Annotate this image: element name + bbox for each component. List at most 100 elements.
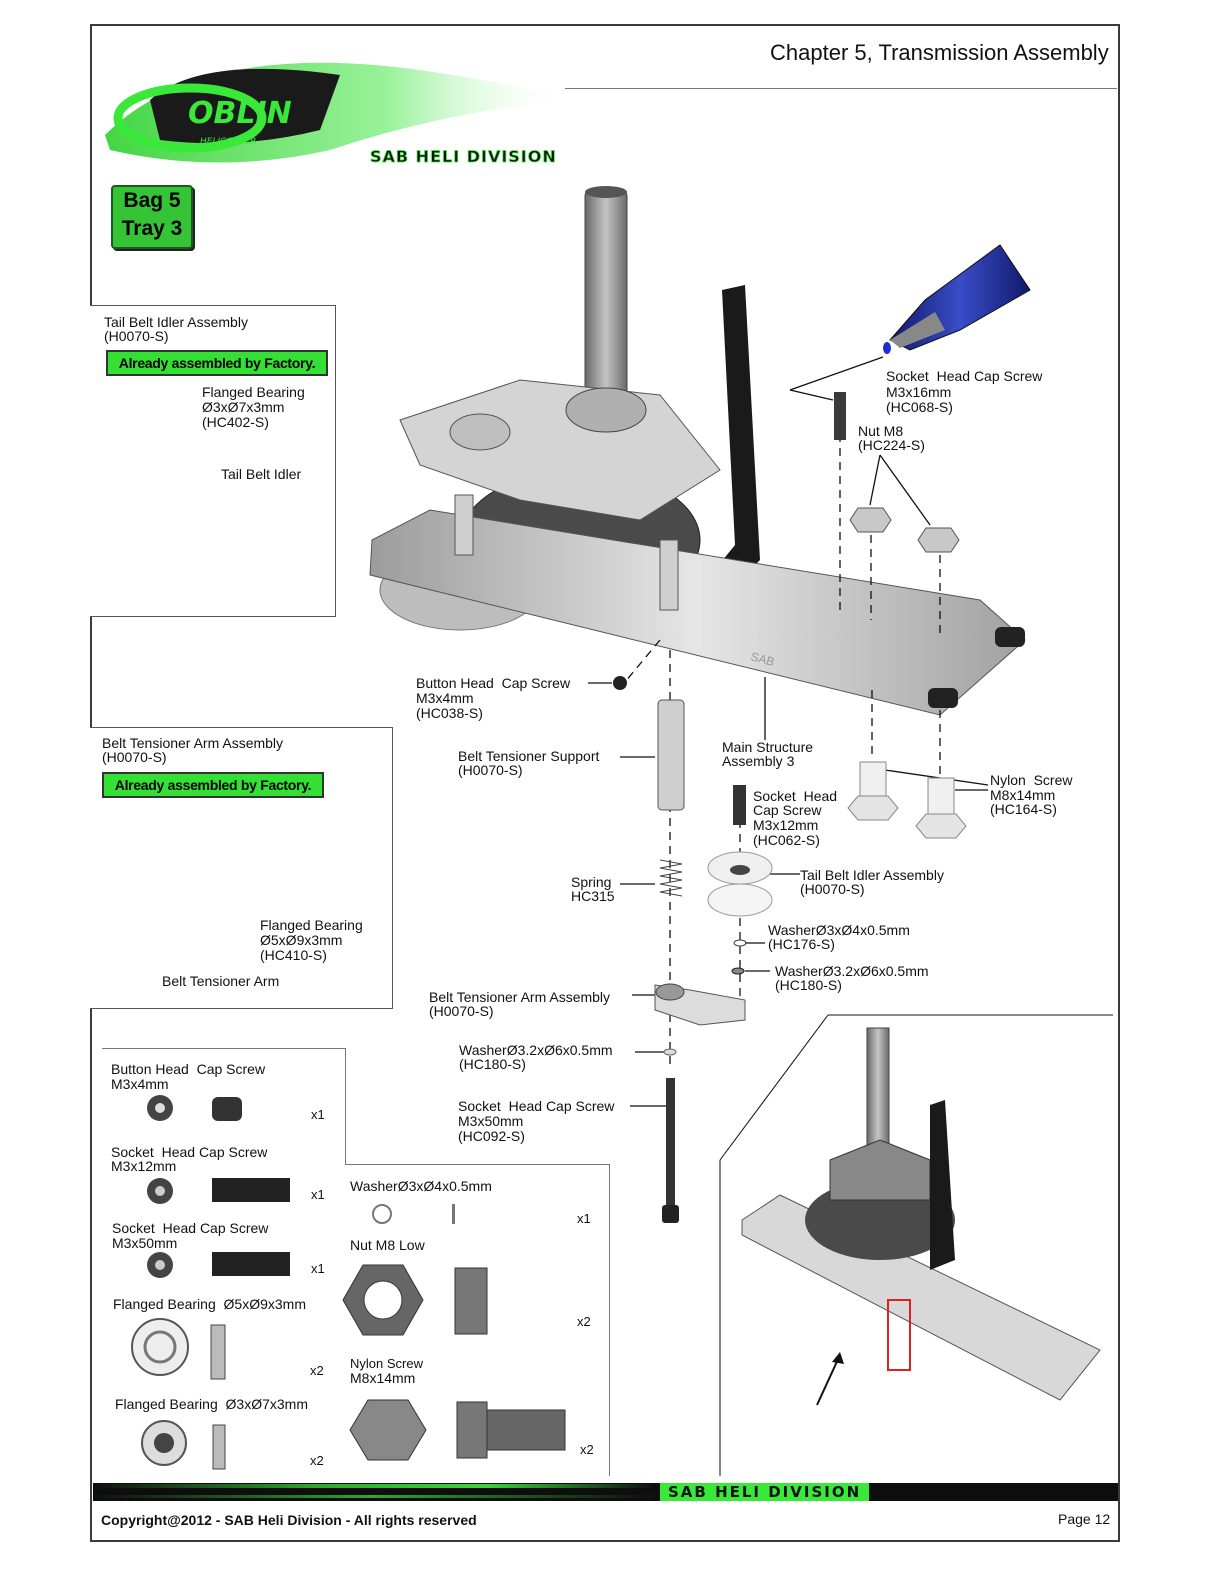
screw-m3x16 [834,392,846,440]
part-button-screw-name: Button Head Cap Screw [111,1061,266,1077]
callout-washer-32x6-b-name: WasherØ3.2xØ6x0.5mm [459,1042,613,1058]
tensioner-bearing-code: (HC410-S) [260,947,327,963]
part-button-screw-qty: x1 [311,1107,325,1122]
part-socket-m3x12-qty: x1 [311,1187,325,1202]
screw-m3x12 [733,785,746,825]
tensioner-bearing-label: Flanged Bearing [260,917,363,933]
part-socket-m3x50-name: Socket Head Cap Screw [112,1220,269,1236]
callout-socket-m3x16-name: Socket Head Cap Screw [886,368,1043,384]
callout-tensioner-support-code: (H0070-S) [458,762,523,778]
callout-main-structure: Main Structure [722,739,814,755]
tensioner-panel [90,727,393,1009]
parts-panel-right-top [345,1164,610,1165]
callout-nylon-screw-size: M8x14mm [990,787,1056,803]
parts-list-drawings [131,1095,566,1470]
part-bearing-3x7-qty: x2 [310,1453,324,1468]
parts-panel-right-edge [609,1164,610,1476]
svg-text:SAB: SAB [749,649,776,669]
callout-socket-m3x50-size: M3x50mm [458,1113,524,1129]
callout-washer-32x6-b-code: (HC180-S) [459,1056,526,1072]
tail-idler-bearing-label: Flanged Bearing [202,384,305,400]
callout-socket-m3x16-code: (HC068-S) [886,399,953,415]
copyright-text: Copyright@2012 - SAB Heli Division - All… [101,1512,477,1528]
tensioner-arm-label: Belt Tensioner Arm [162,973,280,989]
part-nylon-screw-size: M8x14mm [350,1370,416,1386]
tensioner-factory-note: Already assembled by Factory. [102,772,324,798]
part-nylon-screw-qty: x2 [580,1442,594,1457]
callout-socket-m3x50-code: (HC092-S) [458,1128,525,1144]
parts-panel-divider [345,1048,346,1164]
part-button-screw-size: M3x4mm [111,1076,169,1092]
tail-idler-part [707,851,773,917]
part-washer-name: WasherØ3xØ4x0.5mm [350,1178,492,1194]
part-socket-m3x12-name: Socket Head Cap Screw [111,1144,268,1160]
goblin-logo: OBLIN HELICOPTER [105,62,575,163]
leader-lines [588,356,989,1107]
washer-32x6-b [663,1048,677,1056]
part-nut-name: Nut M8 Low [350,1237,425,1253]
part-nut-qty: x2 [577,1314,591,1329]
callout-socket-m3x12-size: M3x12mm [753,817,819,833]
tensioner-bearing-size: Ø5xØ9x3mm [260,932,343,948]
tail-idler-code: (H0070-S) [104,328,169,344]
svg-text:OBLIN: OBLIN [188,96,292,131]
callout-nut-m8-name: Nut M8 [858,423,904,439]
part-socket-m3x50-size: M3x50mm [112,1235,178,1251]
parts-panel-top [102,1048,345,1049]
tail-idler-title: Tail Belt Idler Assembly [104,314,248,330]
callout-tensioner-arm-code: (H0070-S) [429,1003,494,1019]
callout-socket-m3x16-size: M3x16mm [886,384,952,400]
nylon-screw-pair [847,761,967,839]
inset-overview [719,1014,1113,1476]
washer-32x6-a [731,967,745,975]
tail-idler-bearing-code: (HC402-S) [202,414,269,430]
button-screw [613,676,627,690]
callout-socket-m3x12-name2: Cap Screw [753,802,822,818]
bag-tray-badge: Bag 5 Tray 3 [111,185,193,249]
callout-washer-3x4-name: WasherØ3xØ4x0.5mm [768,922,910,938]
callout-socket-m3x12-name: Socket Head [753,788,838,804]
part-nylon-screw-name: Nylon Screw [350,1356,423,1371]
callout-socket-m3x12-code: (HC062-S) [753,832,820,848]
part-bearing-5x9-qty: x2 [310,1363,324,1378]
part-socket-m3x50-qty: x1 [311,1261,325,1276]
callout-button-screw-size: M3x4mm [416,690,474,706]
callout-nut-m8-code: (HC224-S) [858,437,925,453]
footer-green-stripe-2 [93,1495,653,1498]
nut-m8-pair [849,507,960,553]
callout-main-structure-2: Assembly 3 [722,753,795,769]
footer-green-stripe [93,1484,653,1488]
callout-button-screw-code: (HC038-S) [416,705,483,721]
callout-button-screw-name: Button Head Cap Screw [416,675,571,691]
part-washer-qty: x1 [577,1211,591,1226]
callout-tail-idler-name: Tail Belt Idler Assembly [800,867,944,883]
callout-tensioner-arm-name: Belt Tensioner Arm Assembly [429,989,611,1005]
footer-division-text: SAB Heli Division [660,1483,870,1501]
part-bearing-5x9-name: Flanged Bearing Ø5xØ9x3mm [113,1296,306,1312]
washer-3x4 [733,939,747,947]
loctite-bottle-main [883,244,1031,354]
bag-label: Bag 5 [123,189,181,212]
spring [659,859,683,897]
division-logo-text: SAB HELI DIVISION [370,147,557,166]
callout-tensioner-support-name: Belt Tensioner Support [458,748,600,764]
tail-idler-bearing-size: Ø3xØ7x3mm [202,399,285,415]
main-assembly-illustration: SAB [369,186,1026,716]
callout-nylon-screw-name: Nylon Screw [990,772,1073,788]
callout-nylon-screw-code: (HC164-S) [990,801,1057,817]
tensioner-title: Belt Tensioner Arm Assembly [102,735,284,751]
header-rule [565,88,1117,89]
screw-m3x50 [666,1078,675,1213]
callout-washer-32x6-a-code: (HC180-S) [775,977,842,993]
callout-washer-3x4-code: (HC176-S) [768,936,835,952]
tensioner-code: (H0070-S) [102,749,167,765]
callout-spring-code: HC315 [571,888,615,904]
chapter-title: Chapter 5, Transmission Assembly [770,40,1109,65]
callout-washer-32x6-a-name: WasherØ3.2xØ6x0.5mm [775,963,929,979]
page-number: Page 12 [1058,1511,1111,1527]
tail-idler-factory-note: Already assembled by Factory. [106,350,328,376]
svg-text:HELICOPTER: HELICOPTER [200,137,256,147]
callout-socket-m3x50-name: Socket Head Cap Screw [458,1098,615,1114]
tail-idler-label: Tail Belt Idler [221,466,302,482]
callout-tail-idler-code: (H0070-S) [800,881,865,897]
